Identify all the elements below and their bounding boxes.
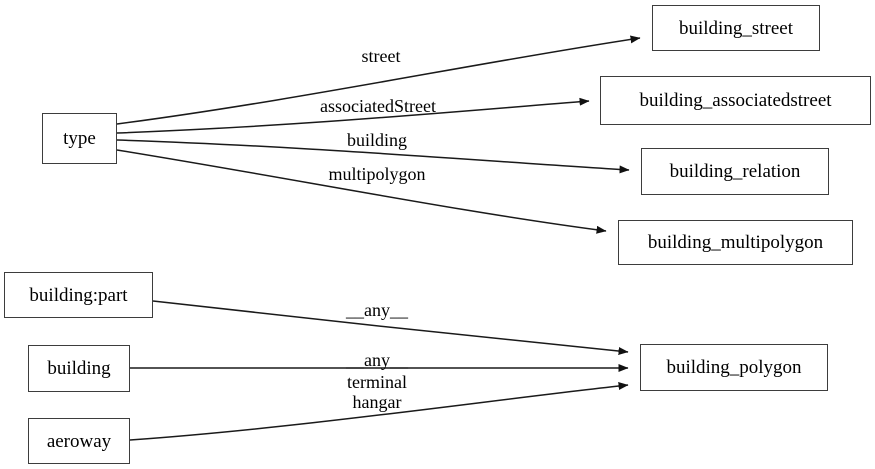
node-label: building_street (679, 17, 793, 39)
edge-label-hangar: hangar (352, 392, 402, 412)
edge-building-part-building-polygon (152, 300, 629, 356)
edge-type-building-associatedstreet (116, 97, 590, 134)
node-building-street[interactable]: building_street (652, 5, 820, 51)
edge-type-building-relation (116, 139, 630, 174)
node-label: building_polygon (666, 357, 802, 378)
edge-label-any-building: __any__ (346, 350, 408, 370)
node-label: building_relation (669, 161, 801, 182)
edge-label-any-part: __any__ (346, 300, 408, 320)
edge-label-multipolygon: multipolygon (328, 164, 426, 184)
edge-aeroway-building-polygon (129, 382, 629, 441)
node-label: building_associatedstreet (639, 90, 832, 111)
node-building-associatedstreet[interactable]: building_associatedstreet (600, 76, 871, 125)
node-building[interactable]: building (28, 345, 130, 392)
node-label: type (63, 128, 96, 149)
edge-type-building-multipolygon (116, 149, 607, 234)
node-aeroway[interactable]: aeroway (28, 418, 130, 464)
edge-label-associatedstreet: associatedStreet (320, 96, 436, 116)
node-label: building:part (29, 284, 128, 306)
node-building-part[interactable]: building:part (4, 272, 153, 318)
node-label: aeroway (46, 430, 112, 452)
node-label: building_multipolygon (647, 232, 824, 253)
edge-label-street: street (361, 46, 401, 66)
node-building-relation[interactable]: building_relation (641, 148, 829, 195)
node-building-multipolygon[interactable]: building_multipolygon (618, 220, 853, 265)
node-label: building (47, 358, 111, 379)
edge-type-building-street (116, 35, 641, 125)
edge-label-terminal: terminal (347, 372, 407, 392)
edge-label-building: building (346, 130, 408, 150)
node-building-polygon[interactable]: building_polygon (640, 344, 828, 391)
node-type[interactable]: type (42, 113, 117, 164)
